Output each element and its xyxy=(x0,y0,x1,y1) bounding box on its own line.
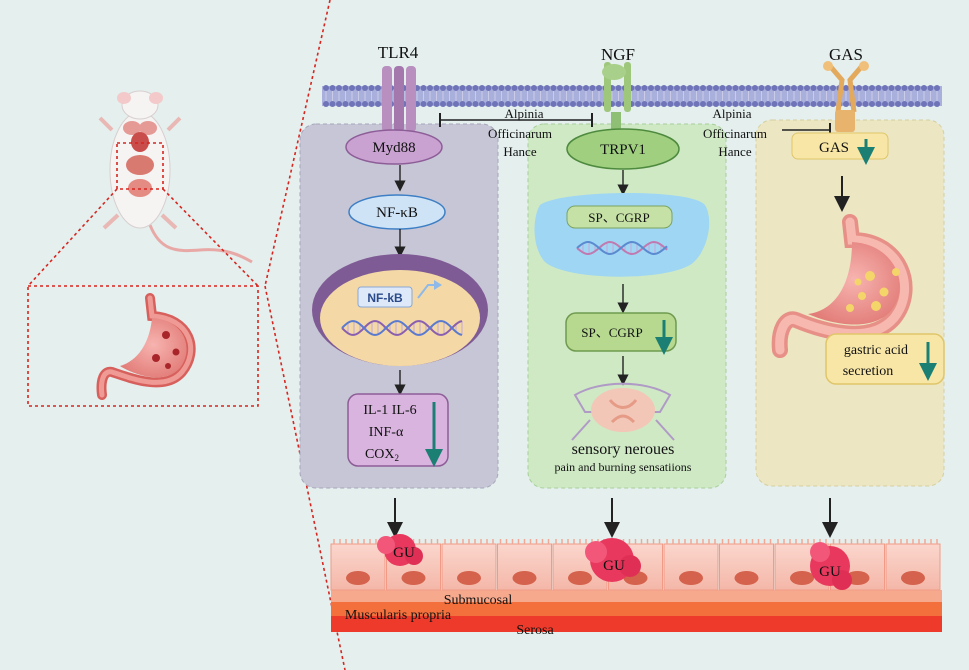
cytokine-il: IL-1 IL-6 xyxy=(363,403,416,418)
submucosal-label: Submucosal xyxy=(444,593,513,608)
inhibitor-right-line1: Alpinia xyxy=(713,106,752,121)
muscularis-label: Muscularis propria xyxy=(345,608,452,623)
sensory-subtitle: pain and burning sensatiions xyxy=(555,460,692,474)
cytokines-box xyxy=(347,393,449,467)
ulcer-stomach-illustration xyxy=(96,293,196,400)
stomach-acid-icon xyxy=(771,214,913,358)
gastric-acid-line1: gastric acid xyxy=(844,343,908,358)
separator-upper xyxy=(264,0,331,287)
ngf-panel xyxy=(527,123,727,489)
epithelial-cell xyxy=(719,539,774,591)
tlr4-receptor-icon xyxy=(382,66,416,132)
sp-cgrp-bottom-label: SP、CGRP xyxy=(581,325,642,340)
gas-label: GAS xyxy=(829,45,863,64)
nfkb-node xyxy=(348,194,446,230)
zoom-line-left xyxy=(27,188,118,287)
ngf-receptor-icon xyxy=(602,62,631,140)
gas-box-label: GAS xyxy=(819,140,849,156)
gas-receptor-icon xyxy=(823,61,869,132)
inhibitor-left-line2: Officinarum xyxy=(488,126,552,141)
gastric-acid-line2: secretion xyxy=(843,364,894,379)
cytokine-cox: COX2 xyxy=(365,447,399,463)
epithelial-cell xyxy=(663,539,719,591)
gastric-tissue xyxy=(330,534,942,632)
sp-cgrp-bottom-box xyxy=(565,312,677,352)
inhibitor-left-line3: Hance xyxy=(503,144,536,159)
epithelial-cell xyxy=(330,539,386,591)
myd88-node xyxy=(345,129,443,165)
cytokine-infa: INF-α xyxy=(369,425,404,440)
ulcer-lesion-1 xyxy=(377,534,423,566)
gu-label-2: GU xyxy=(603,558,625,574)
rat-illustration xyxy=(98,90,253,264)
dna-helix-icon xyxy=(576,241,668,255)
gu-label-3: GU xyxy=(819,564,841,580)
stomach-zoom-box xyxy=(27,285,259,407)
gastric-acid-box xyxy=(825,333,945,385)
zoom-line-right xyxy=(162,188,259,287)
submucosal-layer xyxy=(331,590,942,602)
inhibitor-left-line1: Alpinia xyxy=(505,106,544,121)
rat-zoom-box xyxy=(116,142,164,190)
sensory-title: sensory neroues xyxy=(572,441,675,458)
inhibitor-right-line2: Officinarum xyxy=(703,126,767,141)
gu-label-1: GU xyxy=(393,545,415,561)
inhibition-left xyxy=(439,113,593,127)
muscularis-layer xyxy=(331,600,942,616)
epithelial-cell xyxy=(441,539,497,591)
serosa-label: Serosa xyxy=(516,623,554,638)
trpv1-label: TRPV1 xyxy=(600,142,646,158)
ulcer-lesion-3 xyxy=(810,542,852,590)
trpv1-node xyxy=(566,128,680,170)
serosa-layer xyxy=(331,614,942,632)
nucleus-icon xyxy=(312,254,488,366)
ngf-label: NGF xyxy=(601,45,635,64)
epithelial-cell xyxy=(497,539,552,591)
tlr4-label: TLR4 xyxy=(378,43,419,62)
inhibitor-right-line3: Hance xyxy=(718,144,751,159)
epithelial-cell xyxy=(885,539,941,591)
sp-cgrp-top-label: SP、CGRP xyxy=(588,210,649,225)
spinal-cord-icon xyxy=(571,382,675,441)
myd88-label: Myd88 xyxy=(372,140,415,156)
nfkb-label: NF-κB xyxy=(376,205,418,221)
nucleus-nfkb-label: NF-kB xyxy=(367,291,403,305)
cell-membrane xyxy=(322,85,942,107)
sp-cgrp-top-box xyxy=(566,205,673,229)
ulcer-lesion-2 xyxy=(585,538,641,582)
